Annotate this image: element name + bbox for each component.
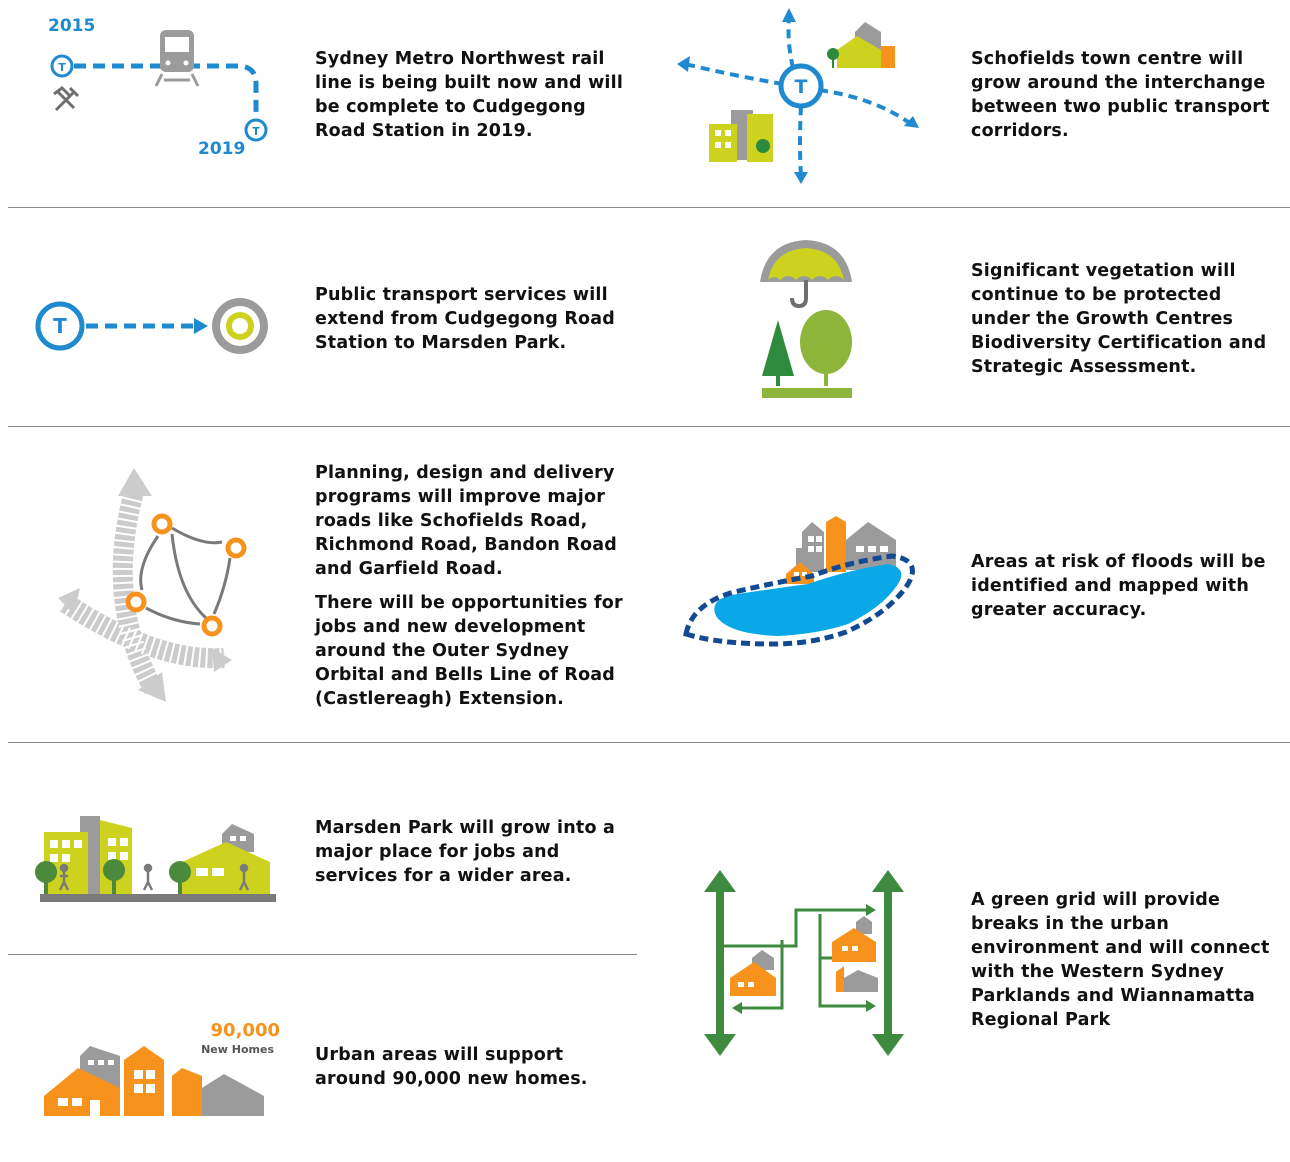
town-centre-icon <box>34 812 278 906</box>
flood-area-icon <box>678 512 924 648</box>
tools-icon <box>53 86 80 112</box>
buildings-icon <box>730 916 878 996</box>
item-text: Schofields town centre will grow around … <box>971 49 1270 141</box>
greengrid-description: A green grid will provide breaks in the … <box>971 888 1281 1042</box>
divider <box>8 207 1290 208</box>
interchange-icon: T <box>675 6 925 188</box>
item-text: Public transport services will extend fr… <box>315 285 615 353</box>
umbrella-trees-icon <box>756 236 856 402</box>
metro-symbol: T <box>53 314 67 338</box>
divider <box>8 954 637 955</box>
divider <box>8 742 1290 743</box>
item-text: Planning, design and delivery programs w… <box>315 463 617 579</box>
item-text: A green grid will provide breaks in the … <box>971 890 1270 1030</box>
roads-network-icon <box>54 462 264 712</box>
metro-symbol: T <box>795 76 808 98</box>
transport-extension-icon: T <box>34 292 274 360</box>
metro-symbol: T <box>58 61 66 74</box>
floods-description: Areas at risk of floods will be identifi… <box>971 550 1281 632</box>
buildings-icon <box>827 22 895 68</box>
marsden-description: Marsden Park will grow into a major plac… <box>315 816 625 898</box>
metro-symbol: T <box>252 125 260 138</box>
green-grid-icon <box>700 866 910 1062</box>
item-text: Marsden Park will grow into a major plac… <box>315 818 615 886</box>
year-start-label: 2015 <box>48 16 95 36</box>
homes-label: New Homes <box>201 1043 274 1056</box>
divider <box>8 426 1290 427</box>
transport-description: Public transport services will extend fr… <box>315 283 625 365</box>
buildings-icon <box>709 110 773 162</box>
year-end-label: 2019 <box>198 139 245 159</box>
item-text: Significant vegetation will continue to … <box>971 261 1267 377</box>
vegetation-description: Significant vegetation will continue to … <box>971 259 1281 389</box>
train-icon <box>154 30 200 87</box>
item-text: Urban areas will support around 90,000 n… <box>315 1045 588 1089</box>
homes-count: 90,000 <box>211 1020 280 1041</box>
item-text-secondary: There will be opportunities for jobs and… <box>315 593 623 709</box>
schofields-description: Schofields town centre will grow around … <box>971 47 1281 153</box>
homes-description: Urban areas will support around 90,000 n… <box>315 1043 625 1101</box>
new-homes-icon: 90,000 New Homes <box>40 1016 284 1120</box>
roads-description: Planning, design and delivery programs w… <box>315 461 627 721</box>
item-text: Areas at risk of floods will be identifi… <box>971 552 1266 620</box>
train-line-icon: 2015 T T 2019 <box>40 10 280 160</box>
metro-description: Sydney Metro Northwest rail line is bein… <box>315 47 625 153</box>
item-text: Sydney Metro Northwest rail line is bein… <box>315 49 624 141</box>
